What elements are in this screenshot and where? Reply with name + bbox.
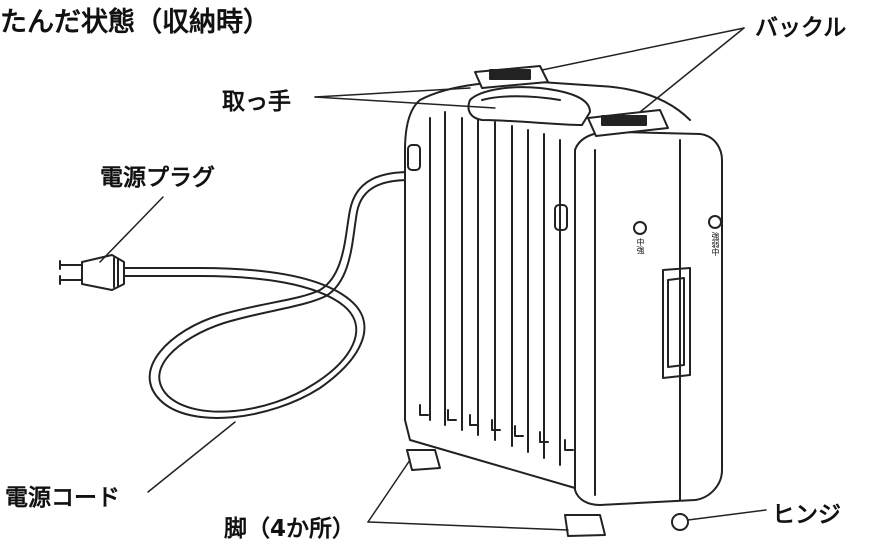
power-plug xyxy=(59,254,125,291)
label-hinge: ヒンジ xyxy=(772,502,841,528)
label-buckle: バックル xyxy=(755,15,847,41)
label-feet: 脚（4か所） xyxy=(224,516,356,542)
leader-lines xyxy=(99,27,767,531)
power-cord xyxy=(124,171,411,419)
label-handle: 取っ手 xyxy=(222,89,291,115)
label-cord: 電源コード xyxy=(5,485,120,511)
feet xyxy=(406,449,606,537)
buckles xyxy=(474,65,669,137)
hinge xyxy=(671,513,689,531)
panel-mark-right: 強弱中 xyxy=(711,232,720,256)
front-panel xyxy=(574,130,723,506)
panel-mark-left: 中強 xyxy=(636,238,645,254)
heater-body xyxy=(404,80,691,489)
handle xyxy=(467,86,591,126)
label-plug: 電源プラグ xyxy=(100,165,215,191)
diagram-title: たんだ状態（収納時） xyxy=(0,7,270,38)
